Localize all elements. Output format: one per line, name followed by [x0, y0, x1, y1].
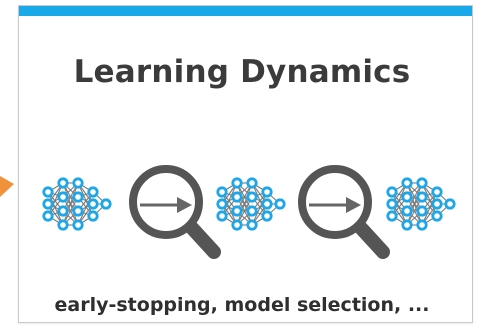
card-caption: early-stopping, model selection, ...: [54, 294, 430, 316]
neural-network-icon: [216, 177, 286, 231]
neural-network-icon: [42, 177, 112, 231]
card-title: Learning Dynamics: [73, 54, 411, 90]
neural-network-icon: [386, 177, 456, 231]
learning-dynamics-card: [18, 5, 473, 323]
magnifier-icon: [129, 165, 221, 259]
magnifier-icon: [298, 165, 390, 259]
arrow-icon: [309, 197, 361, 213]
incoming-arrow-icon: [0, 176, 14, 197]
accent-bar: [19, 6, 472, 16]
arrow-icon: [140, 197, 192, 213]
